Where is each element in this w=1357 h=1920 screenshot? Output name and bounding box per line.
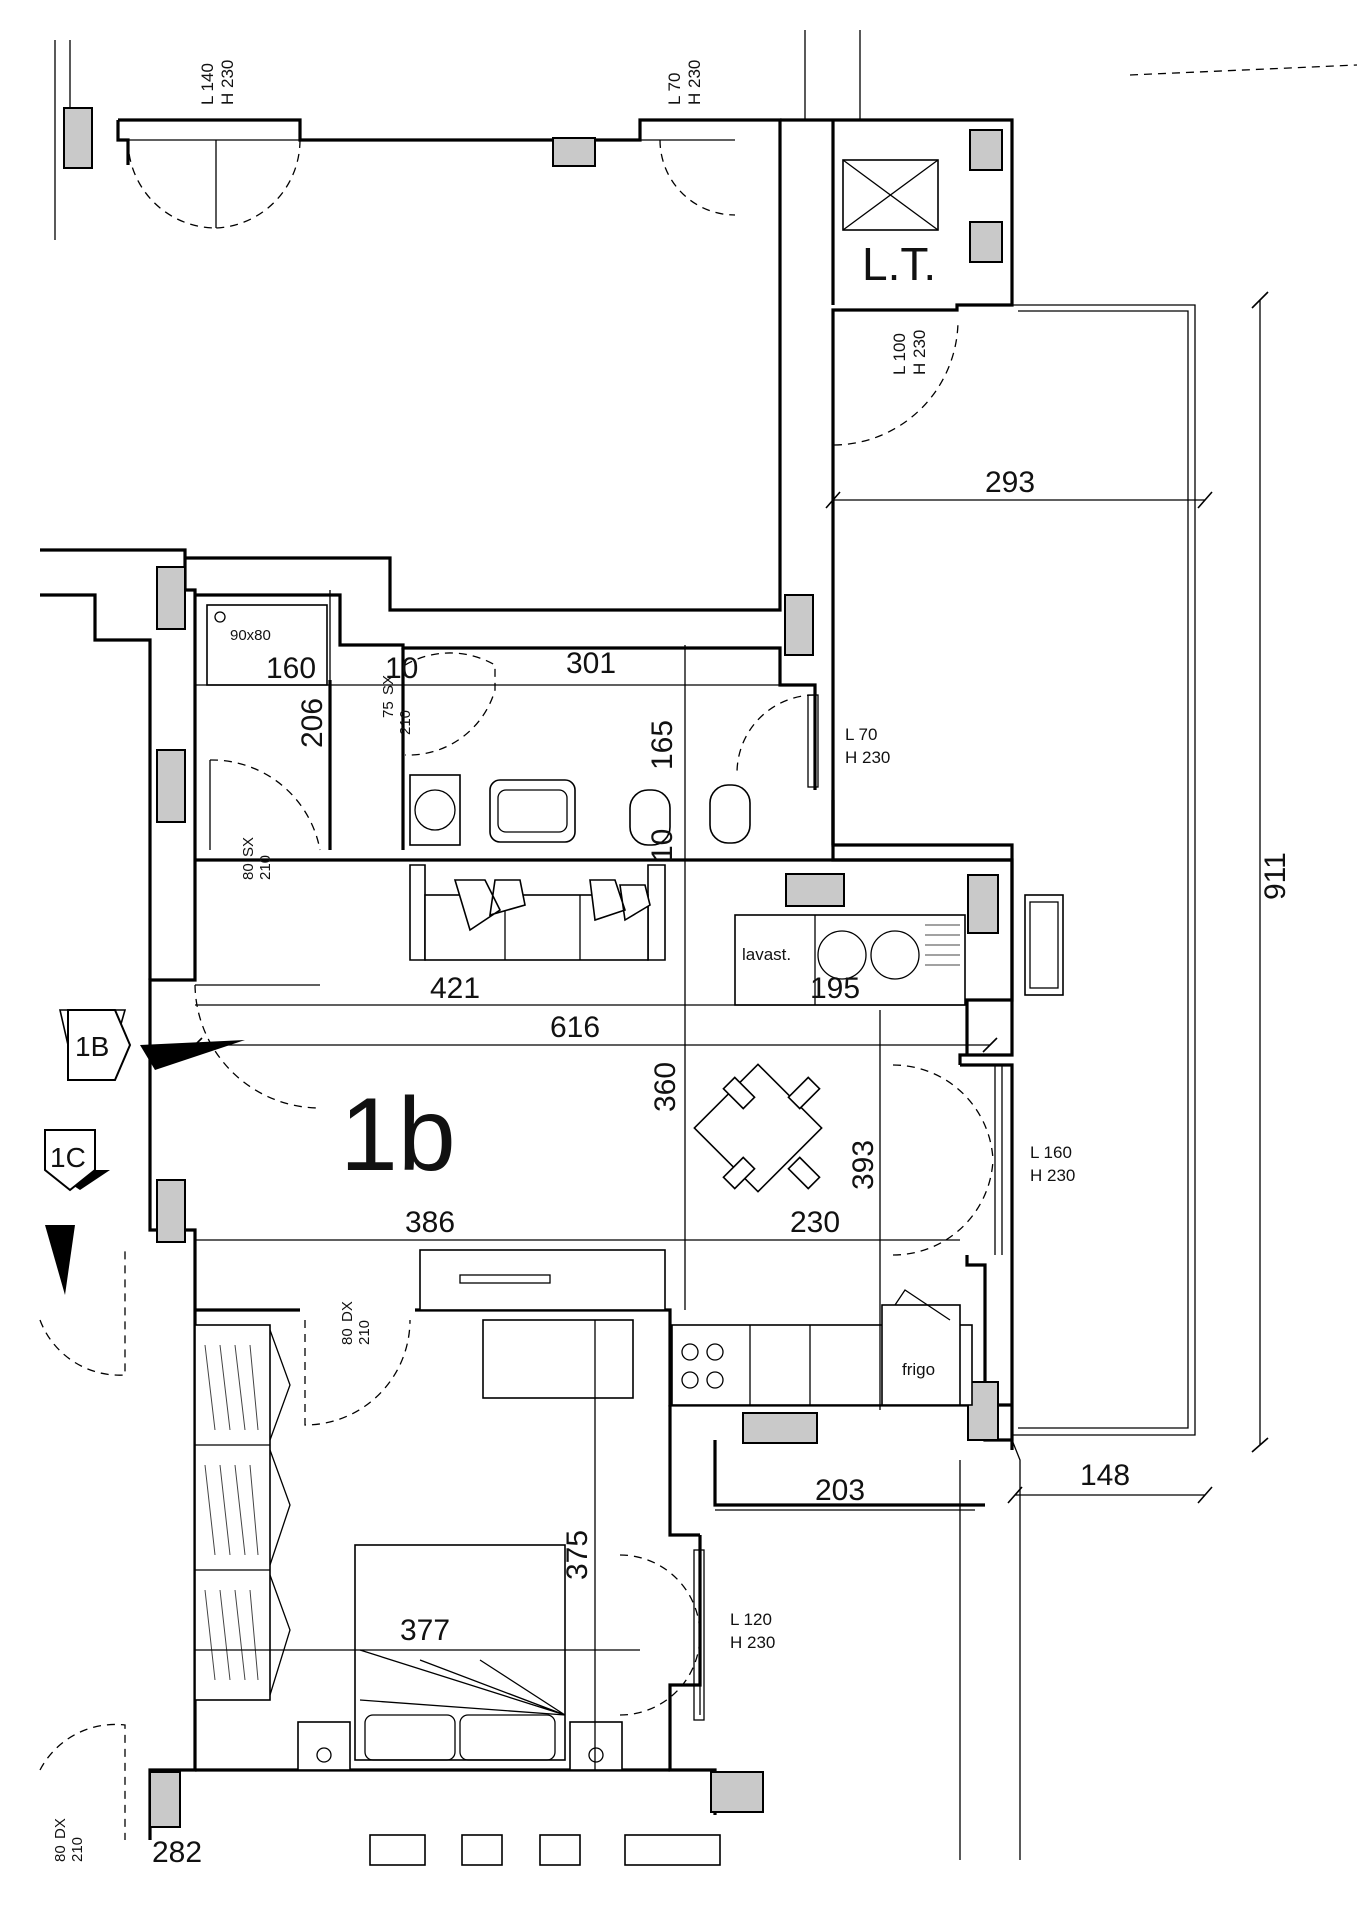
dim-bath-floor-gap: 10 <box>646 829 679 862</box>
svg-text:L 120: L 120 <box>730 1610 772 1629</box>
terrace-outline <box>54 30 1357 1860</box>
dimension-lines <box>187 291 1269 1770</box>
dim-bath-shower-width: 160 <box>266 652 316 685</box>
dim-kitchen-counter-width: 195 <box>810 972 860 1005</box>
dim-dining-width: 230 <box>790 1206 840 1239</box>
svg-text:75: 75 <box>380 701 397 718</box>
door-label-shower-door: 80 SX 210 <box>240 837 274 880</box>
dishwasher-label: lavast. <box>742 945 791 964</box>
marker-b-label: 1B <box>75 1031 109 1062</box>
dim-bath-partition: 10 <box>385 652 418 685</box>
doors[interactable] <box>39 139 1003 1840</box>
door-label-bedroom-french: L 120 H 230 <box>730 1610 775 1652</box>
section-marker-1b[interactable]: 1B <box>67 1009 132 1081</box>
svg-text:SX: SX <box>240 837 257 857</box>
svg-text:210: 210 <box>257 855 274 880</box>
svg-text:L 140: L 140 <box>198 63 217 105</box>
door-label-living-french: L 160 H 230 <box>1030 1143 1075 1185</box>
dim-bottom-partial: 282 <box>152 1836 202 1869</box>
svg-text:H 230: H 230 <box>845 748 890 767</box>
door-label-bedroom-door: 80 DX 210 <box>339 1301 373 1345</box>
svg-text:DX: DX <box>339 1301 356 1322</box>
dim-bedroom-depth: 375 <box>561 1530 594 1580</box>
door-label-stair: L 100 H 230 <box>890 330 929 375</box>
dim-bedroom-width: 377 <box>400 1614 450 1647</box>
svg-text:H 230: H 230 <box>910 330 929 375</box>
door-label-lower-door: 80 DX 210 <box>52 1818 86 1862</box>
dim-bath-shower-depth: 206 <box>296 698 329 748</box>
svg-text:80: 80 <box>339 1328 356 1345</box>
dim-balcony-return: 148 <box>1080 1459 1130 1492</box>
stair-label: L.T. <box>862 238 936 290</box>
dim-kitchen-depth: 393 <box>847 1140 880 1190</box>
dim-terrace-width: 293 <box>985 466 1035 499</box>
dim-living-inner-width: 386 <box>405 1206 455 1239</box>
door-label-bath-entry: L 70 H 230 <box>845 725 890 767</box>
svg-text:H 230: H 230 <box>685 60 704 105</box>
unit-label: 1b <box>340 1077 456 1193</box>
marker-c-label: 1C <box>50 1142 86 1173</box>
shower-size-label: 90x80 <box>230 627 271 644</box>
dim-terrace-length: 911 <box>1259 852 1292 900</box>
dim-living-depth: 360 <box>649 1062 682 1112</box>
svg-text:L 70: L 70 <box>845 725 877 744</box>
svg-text:L 100: L 100 <box>890 333 909 375</box>
svg-text:SX: SX <box>380 675 397 695</box>
door-label-top-right: L 70 H 230 <box>665 60 704 105</box>
door-label-top-left: L 140 H 230 <box>198 60 237 105</box>
svg-text:L 160: L 160 <box>1030 1143 1072 1162</box>
dim-living-total-width: 616 <box>550 1011 600 1044</box>
svg-text:210: 210 <box>69 1837 86 1862</box>
section-marker-1c[interactable]: 1C <box>44 1129 96 1192</box>
labels: 1b L.T. 1B 1C 293 911 160 206 10 301 165… <box>44 60 1292 1869</box>
svg-text:H 230: H 230 <box>218 60 237 105</box>
dim-balcony-width: 203 <box>815 1474 865 1507</box>
dim-living-sofa-width: 421 <box>430 972 480 1005</box>
columns <box>63 107 1003 1828</box>
dim-bath-main-depth: 165 <box>646 720 679 770</box>
dim-bath-main-width: 301 <box>566 647 616 680</box>
svg-text:H 230: H 230 <box>1030 1166 1075 1185</box>
furniture <box>194 159 1064 1866</box>
svg-text:H 230: H 230 <box>730 1633 775 1652</box>
svg-text:80: 80 <box>240 863 257 880</box>
svg-text:210: 210 <box>397 710 414 735</box>
door-label-bath-sliding: 75 SX 210 <box>380 675 414 735</box>
svg-text:L 70: L 70 <box>665 73 684 105</box>
svg-text:80: 80 <box>52 1845 69 1862</box>
fridge-label: frigo <box>902 1360 935 1379</box>
svg-text:210: 210 <box>356 1320 373 1345</box>
svg-text:DX: DX <box>52 1818 69 1839</box>
